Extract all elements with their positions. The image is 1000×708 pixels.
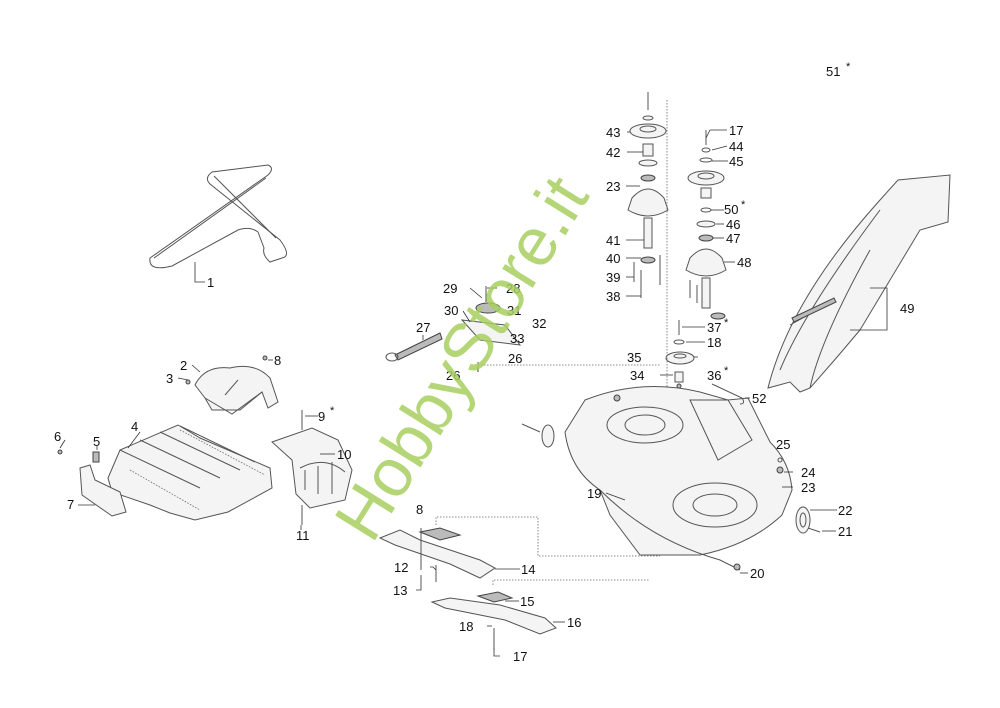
asterisk-51: * [846, 61, 851, 73]
discharge-deflector [271, 427, 353, 509]
watermark: HobbyStore.it [320, 163, 603, 553]
label-28: 28 [506, 281, 520, 296]
label-47: 47 [726, 231, 740, 246]
part-labels: 1 2 3 4 5 6 7 8 9 * 10 11 8 12 13 14 15 … [54, 61, 914, 664]
asterisk-50: * [741, 199, 746, 211]
upper-cover [194, 365, 279, 415]
label-50: 50 [724, 202, 738, 217]
label-45: 45 [729, 154, 743, 169]
label-48: 48 [737, 255, 751, 270]
label-33: 33 [510, 331, 524, 346]
label-18-bottom: 18 [459, 619, 473, 634]
label-17-spindle: 17 [729, 123, 743, 138]
label-35: 35 [627, 350, 641, 365]
blade-lower [430, 591, 557, 635]
label-31: 31 [507, 303, 521, 318]
label-39: 39 [606, 270, 620, 285]
label-19: 19 [587, 486, 601, 501]
blade-upper [378, 527, 496, 579]
label-2: 2 [180, 358, 187, 373]
label-27: 27 [416, 320, 430, 335]
label-22: 22 [838, 503, 852, 518]
label-8-top: 8 [274, 353, 281, 368]
right-spindle-assembly [685, 130, 727, 320]
label-21: 21 [838, 524, 852, 539]
label-5: 5 [93, 434, 100, 449]
label-32: 32 [532, 316, 546, 331]
label-4: 4 [131, 419, 138, 434]
label-17-bottom: 17 [513, 649, 527, 664]
label-36: 36 [707, 368, 721, 383]
label-26-arm: 26 [508, 351, 522, 366]
leader-1 [194, 262, 205, 283]
label-49: 49 [900, 301, 914, 316]
wheel-left [521, 423, 555, 448]
tensioner-assembly [385, 286, 522, 372]
label-40: 40 [606, 251, 620, 266]
bracket-49 [850, 287, 888, 331]
label-23-spindle: 23 [606, 179, 620, 194]
screw-6 [57, 449, 63, 455]
label-25: 25 [776, 437, 790, 452]
label-16: 16 [567, 615, 581, 630]
wheel-right [795, 506, 821, 534]
label-30: 30 [444, 303, 458, 318]
label-11: 11 [296, 528, 310, 543]
label-46: 46 [726, 217, 740, 232]
nut-20 [733, 563, 741, 571]
drive-belt [149, 164, 287, 269]
label-3: 3 [166, 371, 173, 386]
label-52: 52 [752, 391, 766, 406]
idler-pulley [665, 320, 695, 389]
label-43: 43 [606, 125, 620, 140]
bushing-24 [776, 466, 784, 474]
leader-lines [59, 129, 837, 657]
label-14: 14 [521, 562, 535, 577]
dotted-blade-upper [435, 516, 660, 557]
label-9: 9 [318, 409, 325, 424]
label-42: 42 [606, 145, 620, 160]
dotted-blade-lower [492, 579, 650, 585]
label-24: 24 [801, 465, 815, 480]
label-7: 7 [67, 497, 74, 512]
label-13: 13 [393, 583, 407, 598]
label-44: 44 [729, 139, 743, 154]
grass-chute [767, 174, 951, 393]
label-29: 29 [443, 281, 457, 296]
label-1: 1 [207, 275, 214, 290]
asterisk-37: * [724, 317, 729, 329]
asterisk-36: * [724, 365, 729, 377]
bottom-plate [107, 424, 273, 521]
label-37: 37 [707, 320, 721, 335]
cap-25 [777, 457, 783, 463]
label-12: 12 [394, 560, 408, 575]
grease-fitting [613, 394, 621, 402]
label-26: 26 [446, 368, 460, 383]
label-23-deck: 23 [801, 480, 815, 495]
left-spindle-assembly [627, 92, 669, 298]
label-38: 38 [606, 289, 620, 304]
spring-icon [92, 451, 100, 463]
flap-bracket [79, 464, 127, 517]
label-15: 15 [520, 594, 534, 609]
label-6: 6 [54, 429, 61, 444]
label-41: 41 [606, 233, 620, 248]
asterisk-9: * [330, 405, 335, 417]
height-pin-52 [711, 383, 745, 405]
screw-3 [185, 379, 191, 385]
label-8-bottom: 8 [416, 502, 423, 517]
label-18-idler: 18 [707, 335, 721, 350]
label-51: 51 [826, 64, 840, 79]
label-10: 10 [337, 447, 351, 462]
mower-deck [564, 386, 793, 571]
screw-8 [262, 355, 268, 361]
label-34: 34 [630, 368, 644, 383]
label-20: 20 [750, 566, 764, 581]
